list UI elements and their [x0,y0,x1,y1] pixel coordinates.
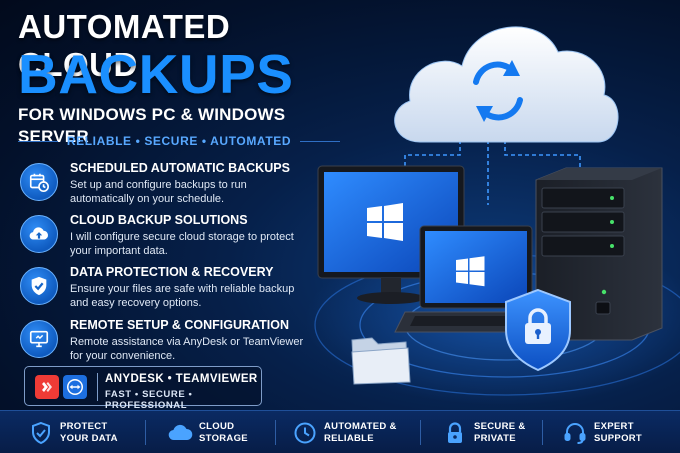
feature-title: DATA PROTECTION & RECOVERY [70,265,274,279]
anydesk-logo-icon [35,375,59,399]
feature-desc: Ensure your files are safe with reliable… [70,283,295,309]
teamviewer-logo-icon [63,375,87,399]
sync-icon [473,60,523,122]
feature-desc: Remote assistance via AnyDesk or TeamVie… [70,336,304,362]
shield-lock-icon [505,288,571,372]
lock-icon [448,422,462,443]
feature-cloud-backup: CLOUD BACKUP SOLUTIONS I will configure … [20,213,310,265]
bottom-divider [420,420,421,445]
bottom-divider [542,420,543,445]
feature-title: CLOUD BACKUP SOLUTIONS [70,213,248,227]
cloud-icon [394,26,619,143]
bottom-divider [145,420,146,445]
windows-logo-icon [456,256,485,287]
server-tower [535,167,663,341]
benefit-label: AUTOMATED &RELIABLE [324,421,397,444]
tagline-divider-left [18,141,58,142]
headline-backups: BACKUPS [18,43,294,105]
cloud-icon [168,424,193,441]
cloud-upload-icon [20,215,58,253]
feature-scheduled-backups: SCHEDULED AUTOMATIC BACKUPS Set up and c… [20,161,310,213]
tools-tagline: FAST • SECURE • PROFESSIONAL [105,389,193,411]
windows-logo-icon [367,203,403,241]
benefit-label: SECURE &PRIVATE [474,421,526,444]
feature-data-protection: DATA PROTECTION & RECOVERY Ensure your f… [20,265,310,317]
feature-title: SCHEDULED AUTOMATIC BACKUPS [70,161,290,175]
clock-icon [294,422,316,444]
headset-icon [564,423,586,444]
tagline: RELIABLE • SECURE • AUTOMATED [66,134,292,148]
backup-illustration [305,26,680,405]
folder-icon [351,337,411,385]
headline-title: AUTOMATED CLOUD [18,8,231,83]
tools-name: ANYDESK • TEAMVIEWER [105,373,258,385]
remote-tools-box: ANYDESK • TEAMVIEWER FAST • SECURE • PRO… [24,366,262,411]
connection-lines [404,140,581,205]
feature-desc: Set up and configure backups to run auto… [70,179,247,205]
feature-title: REMOTE SETUP & CONFIGURATION [70,318,289,332]
tools-divider [97,373,98,401]
tagline-divider-right [300,141,340,142]
calendar-clock-icon [20,163,58,201]
feature-desc: I will configure secure cloud storage to… [70,231,294,257]
feature-remote-setup: REMOTE SETUP & CONFIGURATION Remote assi… [20,318,310,370]
shield-check-icon [32,421,50,445]
bottom-divider [275,420,276,445]
shield-check-icon [20,267,58,305]
tagline-row: RELIABLE • SECURE • AUTOMATED [18,131,340,153]
monitor-icon [20,320,58,358]
